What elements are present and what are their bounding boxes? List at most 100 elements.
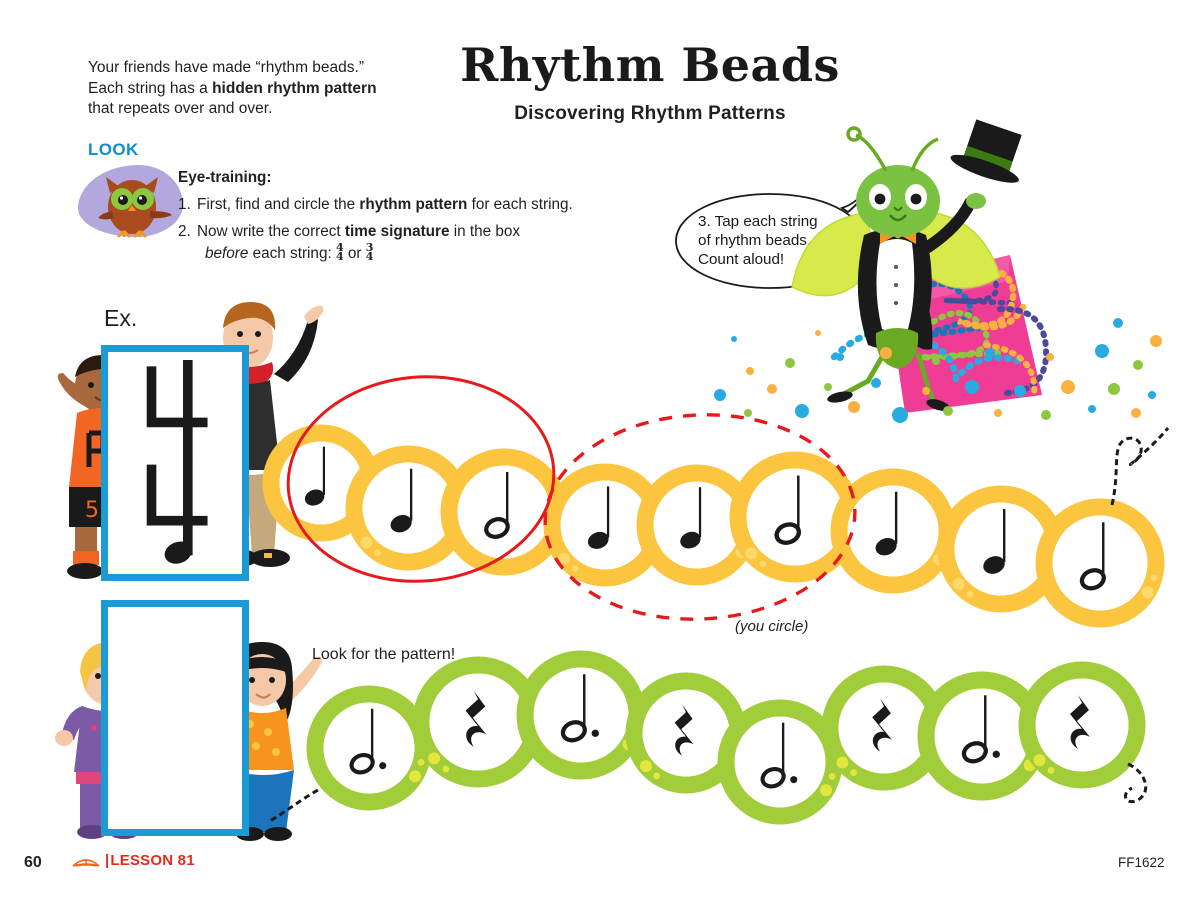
quarter-rest bbox=[674, 704, 694, 756]
string-cord-end-orange bbox=[1110, 427, 1170, 506]
bead-highlight bbox=[1141, 586, 1154, 599]
bead-highlight bbox=[639, 760, 652, 773]
bead-highlight bbox=[836, 756, 849, 769]
quarter-note bbox=[875, 491, 898, 556]
bead-center bbox=[279, 441, 363, 525]
bead-center bbox=[954, 502, 1048, 596]
bead-highlight bbox=[828, 773, 836, 780]
quarter-rest bbox=[465, 690, 487, 747]
lesson-word: LESSON bbox=[110, 852, 174, 869]
half-note bbox=[484, 472, 510, 539]
bead-ring bbox=[1018, 661, 1146, 789]
handwritten-4-4-time-signature bbox=[146, 360, 208, 564]
intro-paragraph: Your friends have made “rhythm beads.” E… bbox=[88, 58, 418, 120]
bead-center bbox=[653, 481, 741, 569]
speech-bubble-text: 3. Tap each string of rhythm beads. Coun… bbox=[698, 212, 848, 269]
quarter-note bbox=[390, 468, 413, 533]
bead-highlight bbox=[558, 552, 571, 565]
sig1-top: 4 bbox=[335, 240, 344, 254]
bead-highlight bbox=[653, 772, 661, 780]
you-circle-label: (you circle) bbox=[735, 618, 809, 635]
item-1-text-a: First, find and circle the bbox=[197, 196, 360, 214]
page-title: Rhythm Beads bbox=[460, 38, 840, 92]
bead-center bbox=[847, 485, 939, 577]
item-2-number: 2. bbox=[178, 223, 191, 241]
item-2-line2-text: each string: bbox=[248, 244, 336, 262]
bead-center bbox=[838, 682, 930, 774]
bead-highlight bbox=[759, 560, 767, 568]
quarter-note bbox=[983, 509, 1006, 574]
quarter-note bbox=[587, 486, 610, 549]
bead-highlight bbox=[571, 565, 579, 573]
quarter-note bbox=[680, 487, 702, 549]
item-1-bold: rhythm pattern bbox=[359, 196, 468, 214]
dotted-half-note bbox=[961, 695, 1000, 764]
quarter-rest bbox=[872, 698, 892, 752]
eye-training-item-2: 2. Now write the correct time signature … bbox=[178, 222, 648, 263]
intro-line-3: that repeats over and over. bbox=[88, 100, 273, 118]
eye-training-heading: Eye-training: bbox=[178, 169, 272, 186]
bubble-line-3: Count aloud! bbox=[698, 251, 785, 268]
bead-ring bbox=[1035, 498, 1165, 628]
bead-highlight bbox=[428, 752, 441, 765]
page-subtitle: Discovering Rhythm Patterns bbox=[514, 103, 786, 124]
bead[interactable] bbox=[625, 672, 747, 794]
item-1-text: First, find and circle the rhythm patter… bbox=[197, 195, 573, 215]
bead-highlight bbox=[850, 769, 857, 776]
bead-center bbox=[1035, 678, 1129, 772]
confetti-dots bbox=[714, 318, 1162, 423]
quarter-note bbox=[304, 446, 325, 506]
bead-highlight bbox=[1047, 767, 1055, 774]
intro-bold: hidden rhythm pattern bbox=[212, 79, 377, 97]
example-label: Ex. bbox=[104, 305, 138, 331]
item-2-text-b: in the box bbox=[449, 223, 521, 241]
bead-center bbox=[934, 688, 1030, 784]
bead-highlight bbox=[360, 536, 373, 549]
bead-center bbox=[560, 480, 650, 570]
dotted-half-note bbox=[349, 708, 387, 775]
or-label: or bbox=[343, 244, 366, 262]
item-2-italic: before bbox=[205, 244, 249, 262]
sig1-bottom: 4 bbox=[335, 249, 344, 263]
example-time-signature-box[interactable] bbox=[101, 345, 249, 581]
bubble-line-1: 3. Tap each string bbox=[698, 213, 818, 230]
bead[interactable] bbox=[917, 671, 1047, 801]
bead-highlight bbox=[952, 578, 965, 591]
eye-training-item-1: 1. First, find and circle the rhythm pat… bbox=[178, 195, 648, 215]
product-code: FF1622 bbox=[1118, 855, 1165, 870]
bead-highlight bbox=[745, 547, 758, 560]
answer-time-signature-box[interactable] bbox=[101, 600, 249, 836]
quarter-rest bbox=[1070, 695, 1090, 749]
bead-highlight bbox=[966, 591, 974, 598]
look-label: LOOK bbox=[88, 140, 139, 159]
bubble-line-2: of rhythm beads. bbox=[698, 232, 812, 249]
sig2-bottom: 4 bbox=[365, 249, 374, 263]
bead[interactable] bbox=[1018, 661, 1146, 789]
bead[interactable] bbox=[1035, 498, 1165, 628]
bead-highlight bbox=[1033, 754, 1046, 767]
bead-highlight bbox=[409, 770, 422, 783]
book-icon bbox=[72, 858, 100, 867]
bead-center bbox=[533, 667, 629, 763]
sig2-top: 3 bbox=[365, 240, 374, 254]
bead-swirls bbox=[830, 261, 1050, 398]
bead-highlight bbox=[1150, 574, 1158, 582]
bead-center bbox=[746, 468, 844, 566]
intro-line-1: Your friends have made “rhythm beads.” bbox=[88, 59, 364, 76]
bead-highlight bbox=[442, 765, 450, 773]
svg-text:5: 5 bbox=[85, 498, 99, 523]
item-2-text-a: Now write the correct bbox=[197, 223, 345, 241]
top-hat-icon bbox=[950, 119, 1022, 183]
dotted-half-note bbox=[760, 722, 798, 789]
lesson-label-group: |LESSON 81 bbox=[105, 852, 195, 869]
dotted-half-note bbox=[560, 674, 599, 743]
bead-center bbox=[323, 702, 415, 794]
bead-center bbox=[734, 716, 826, 808]
page-number: 60 bbox=[24, 854, 42, 871]
eye-training-block: Eye-training: 1. First, find and circle … bbox=[178, 168, 648, 271]
cricket-and-bag-illustration bbox=[714, 119, 1162, 423]
